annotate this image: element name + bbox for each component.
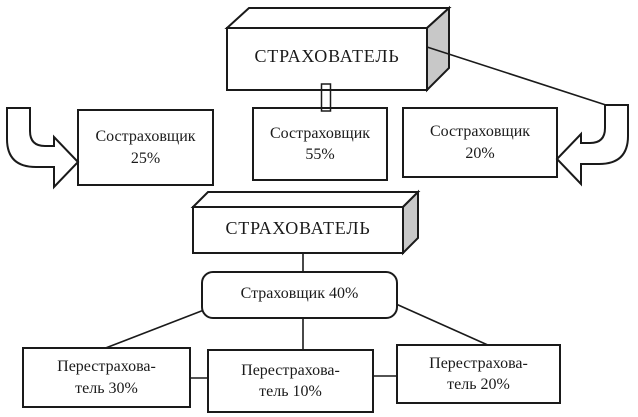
connector-top-to-right-arrow <box>426 46 613 108</box>
coinsurer-20-box <box>402 107 558 178</box>
reinsurer-10-box <box>207 349 374 413</box>
left-curved-arrow-icon <box>6 107 80 190</box>
policyholder-middle-top-face <box>190 191 421 208</box>
connector-top-to-coinsurer55 <box>320 83 332 112</box>
right-curved-arrow-icon <box>555 104 629 187</box>
coinsurer-25-box <box>77 109 214 186</box>
policyholder-front-face <box>226 27 428 91</box>
policyholder-box-middle-3d <box>190 189 421 256</box>
connector-insurer-to-reinsurer1 <box>102 309 205 350</box>
policyholder-top-face <box>224 7 452 29</box>
coinsurer-55-box <box>252 107 388 181</box>
insurer-box <box>201 271 398 319</box>
connector-lines <box>102 253 491 379</box>
policyholder-box-top-3d <box>224 5 452 93</box>
reinsurer-30-box <box>22 347 191 408</box>
policyholder-middle-front-face <box>192 206 404 254</box>
connector-insurer-to-reinsurer3 <box>395 303 491 347</box>
reinsurer-20-box <box>396 344 561 404</box>
